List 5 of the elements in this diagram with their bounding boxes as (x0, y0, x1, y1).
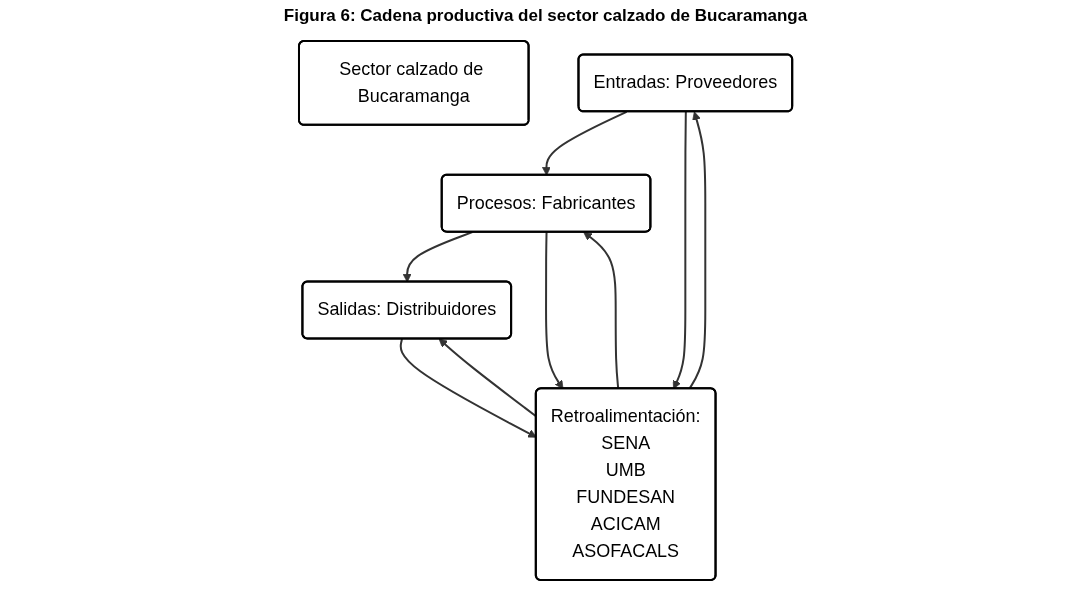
arrow (672, 110, 687, 389)
arrow (541, 110, 628, 176)
arrow (402, 230, 474, 282)
arrow (544, 230, 564, 389)
figure-title: Figura 6: Cadena productiva del sector calzado de Bucaramanga (282, 6, 809, 26)
